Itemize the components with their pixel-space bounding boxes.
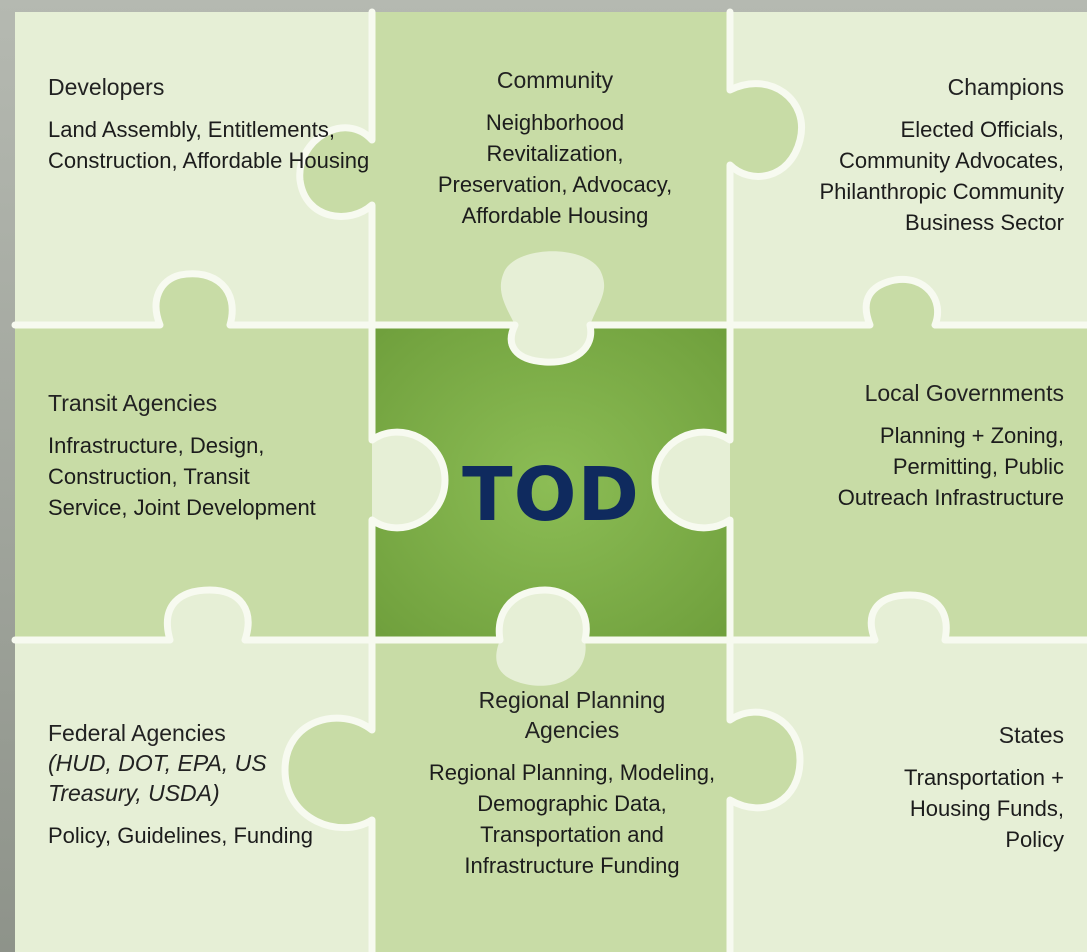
local-governments-title: Local Governments bbox=[864, 380, 1064, 406]
developers-body: Land Assembly, Entitlements, Constructio… bbox=[48, 117, 370, 173]
states-piece-text: States Transportation + Housing Funds, P… bbox=[850, 720, 1064, 855]
regional-planning-body: Regional Planning, Modeling, Demographic… bbox=[428, 760, 716, 878]
community-piece bbox=[299, 12, 802, 325]
community-piece-text: Community Neighborhood Revitalization, P… bbox=[425, 65, 685, 231]
puzzle-seams bbox=[11, 8, 1087, 952]
federal-agencies-title: Federal Agencies bbox=[48, 720, 226, 746]
developers-piece-text: Developers Land Assembly, Entitlements, … bbox=[48, 72, 378, 176]
champions-piece-text: Champions Elected Officials, Community A… bbox=[790, 72, 1064, 238]
regional-planning-piece-text: Regional Planning Agencies Regional Plan… bbox=[422, 685, 722, 881]
transit-agencies-piece-text: Transit Agencies Infrastructure, Design,… bbox=[48, 388, 318, 523]
developers-title: Developers bbox=[48, 74, 165, 100]
transit-agencies-piece bbox=[15, 273, 372, 640]
community-title: Community bbox=[496, 67, 614, 93]
community-body: Neighborhood Revitalization, Preservatio… bbox=[437, 110, 673, 228]
local-governments-body: Planning + Zoning, Permitting, Public Ou… bbox=[837, 423, 1064, 510]
states-title: States bbox=[998, 722, 1064, 748]
transit-agencies-body: Infrastructure, Design, Construction, Tr… bbox=[48, 433, 316, 520]
tod-label: TOD bbox=[462, 452, 640, 538]
regional-planning-title: Regional Planning Agencies bbox=[478, 687, 666, 743]
champions-title: Champions bbox=[947, 74, 1064, 100]
local-governments-piece-text: Local Governments Planning + Zoning, Per… bbox=[800, 378, 1064, 513]
regional-planning-piece bbox=[285, 640, 800, 952]
champions-body: Elected Officials, Community Advocates, … bbox=[819, 117, 1064, 235]
local-governments-piece bbox=[730, 279, 1087, 640]
federal-agencies-subtitle: (HUD, DOT, EPA, US Treasury, USDA) bbox=[48, 750, 267, 806]
states-body: Transportation + Housing Funds, Policy bbox=[904, 765, 1064, 852]
federal-agencies-body: Policy, Guidelines, Funding bbox=[48, 823, 313, 848]
transit-agencies-title: Transit Agencies bbox=[48, 390, 218, 416]
federal-agencies-piece-text: Federal Agencies (HUD, DOT, EPA, US Trea… bbox=[48, 718, 318, 851]
